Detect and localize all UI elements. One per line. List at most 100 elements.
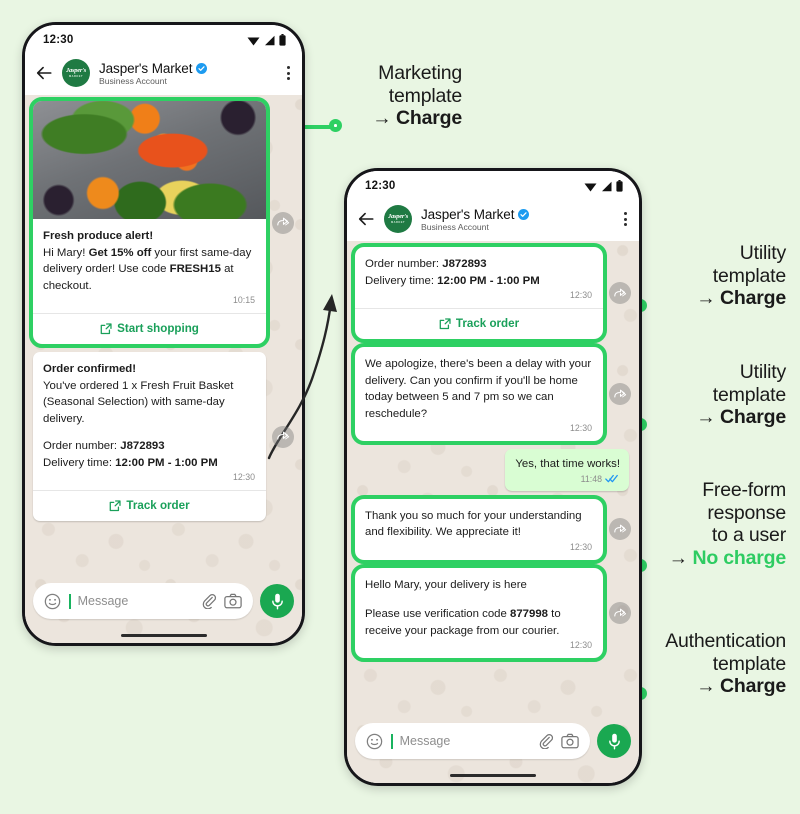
- back-arrow-icon[interactable]: [35, 64, 53, 82]
- message-timestamp: 12:30: [569, 640, 592, 651]
- timestamp-text: 11:48: [580, 473, 602, 484]
- annotation-line: Free-form: [702, 479, 786, 501]
- message-body: We apologize, there's been a delay with …: [365, 358, 592, 420]
- message-input[interactable]: Message: [355, 723, 590, 759]
- cta-start-shopping[interactable]: Start shopping: [33, 313, 266, 344]
- annotation-line: template: [712, 383, 786, 406]
- detail-delivery-time: Delivery time: 12:00 PM - 1:00 PM: [365, 274, 540, 287]
- flow-arrow-curve: [267, 294, 337, 460]
- annotation-utility-2: Utility template → Charge: [658, 361, 786, 429]
- cta-track-order[interactable]: Track order: [355, 308, 603, 339]
- chat-header: Jasper's MARKET Jasper's Market Business…: [347, 201, 639, 241]
- annotation-line: Utility: [739, 242, 786, 264]
- message-bubble-utility-delay[interactable]: We apologize, there's been a delay with …: [351, 343, 607, 446]
- annotation-arrow: →: [696, 675, 716, 698]
- message-row: Hello Mary, your delivery is here Please…: [351, 563, 631, 663]
- message-row: We apologize, there's been a delay with …: [351, 343, 631, 446]
- forward-icon[interactable]: [609, 383, 631, 406]
- message-body: You've ordered 1 x Fresh Fruit Basket (S…: [43, 379, 234, 425]
- fresh-produce-photo: [33, 101, 266, 219]
- message-row: Thank you so much for your understanding…: [351, 494, 631, 564]
- message-bubble-marketing[interactable]: Fresh produce alert! Hi Mary! Get 15% of…: [29, 96, 270, 349]
- paperclip-icon[interactable]: [201, 593, 217, 609]
- external-link-icon: [100, 323, 112, 334]
- message-row: Order confirmed! You've ordered 1 x Fres…: [33, 352, 294, 522]
- microphone-button[interactable]: [260, 584, 294, 618]
- auth-greeting: Hello Mary, your delivery is here: [365, 578, 527, 591]
- annotation-line: Authentication: [665, 630, 786, 652]
- chat-header: Jasper's MARKET Jasper's Market Business…: [25, 55, 302, 95]
- kebab-menu-icon[interactable]: [286, 66, 290, 80]
- message-body: Thank you so much for your understanding…: [365, 509, 582, 539]
- forward-icon[interactable]: [609, 602, 631, 625]
- contact-subtitle: Business Account: [99, 75, 167, 86]
- message-timestamp: 12:30: [232, 472, 255, 483]
- annotation-line: template: [712, 652, 786, 675]
- message-timestamp: 12:30: [569, 423, 592, 434]
- message-composer: Message: [25, 578, 302, 627]
- forward-icon[interactable]: [272, 211, 294, 234]
- signal-icon: [602, 181, 612, 191]
- signal-icon: [265, 35, 275, 45]
- message-timestamp: 10:15: [232, 295, 255, 306]
- annotation-result: Charge: [720, 675, 786, 698]
- camera-icon[interactable]: [224, 593, 242, 609]
- text-caret: [391, 733, 393, 749]
- cta-label: Start shopping: [117, 322, 199, 336]
- message-title: Order confirmed!: [43, 363, 137, 376]
- annotation-line: Utility: [739, 361, 786, 383]
- forward-icon[interactable]: [272, 425, 294, 448]
- annotation-result: Charge: [396, 107, 462, 130]
- cta-track-order[interactable]: Track order: [33, 490, 266, 521]
- message-timestamp: 11:48: [515, 473, 620, 488]
- avatar[interactable]: Jasper's MARKET: [384, 205, 412, 233]
- message-title: Fresh produce alert!: [43, 230, 154, 242]
- message-composer: Message: [347, 718, 639, 767]
- status-bar: 12:30: [347, 171, 639, 201]
- kebab-menu-icon[interactable]: [623, 212, 627, 226]
- verified-badge-icon: [196, 62, 208, 74]
- forward-icon[interactable]: [609, 282, 631, 305]
- message-placeholder: Message: [399, 734, 451, 748]
- annotation-result: Charge: [720, 406, 786, 429]
- message-body: Yes, that time works!: [515, 458, 620, 471]
- camera-icon[interactable]: [561, 733, 579, 749]
- emoji-icon[interactable]: [44, 593, 61, 610]
- annotation-arrow: →: [372, 107, 392, 130]
- battery-icon: [279, 34, 286, 46]
- message-bubble-free-form[interactable]: Thank you so much for your understanding…: [351, 494, 607, 564]
- forward-icon[interactable]: [609, 518, 631, 541]
- text-caret: [69, 593, 71, 609]
- wifi-icon: [247, 37, 260, 45]
- status-clock: 12:30: [365, 180, 396, 192]
- annotation-line: Marketing: [378, 62, 462, 84]
- double-check-icon: [605, 475, 618, 483]
- message-body: Hi Mary! Get 15% off your first same-day…: [43, 246, 252, 292]
- message-bubble-order-confirmed[interactable]: Order confirmed! You've ordered 1 x Fres…: [33, 352, 266, 522]
- message-placeholder: Message: [77, 594, 129, 608]
- message-bubble-utility-order[interactable]: Order number: J872893 Delivery time: 12:…: [351, 242, 607, 344]
- home-indicator: [25, 627, 302, 643]
- message-input[interactable]: Message: [33, 583, 253, 619]
- avatar[interactable]: Jasper's MARKET: [62, 59, 90, 87]
- avatar-sub-text: MARKET: [68, 75, 84, 79]
- emoji-icon[interactable]: [366, 733, 383, 750]
- message-bubble-authentication[interactable]: Hello Mary, your delivery is here Please…: [351, 563, 607, 663]
- chat-body: Fresh produce alert! Hi Mary! Get 15% of…: [25, 95, 302, 643]
- avatar-sub-text: MARKET: [390, 221, 406, 225]
- verified-badge-icon: [518, 208, 530, 220]
- back-arrow-icon[interactable]: [357, 210, 375, 228]
- microphone-button[interactable]: [597, 724, 631, 758]
- message-row: Order number: J872893 Delivery time: 12:…: [351, 242, 631, 344]
- paperclip-icon[interactable]: [538, 733, 554, 749]
- phone-mockup-right: 12:30 Jasper's MARKET Jasper's Market: [344, 168, 642, 786]
- message-bubble-user-reply[interactable]: Yes, that time works! 11:48: [505, 449, 629, 491]
- annotation-arrow: →: [668, 546, 689, 569]
- message-row: Fresh produce alert! Hi Mary! Get 15% of…: [29, 96, 294, 349]
- connector-dot-marketing: [329, 119, 342, 132]
- microphone-icon: [608, 733, 620, 749]
- cta-label: Track order: [455, 317, 520, 331]
- annotation-authentication: Authentication template → Charge: [640, 630, 786, 698]
- annotation-free-form: Free-form response to a user → No charge: [648, 479, 787, 569]
